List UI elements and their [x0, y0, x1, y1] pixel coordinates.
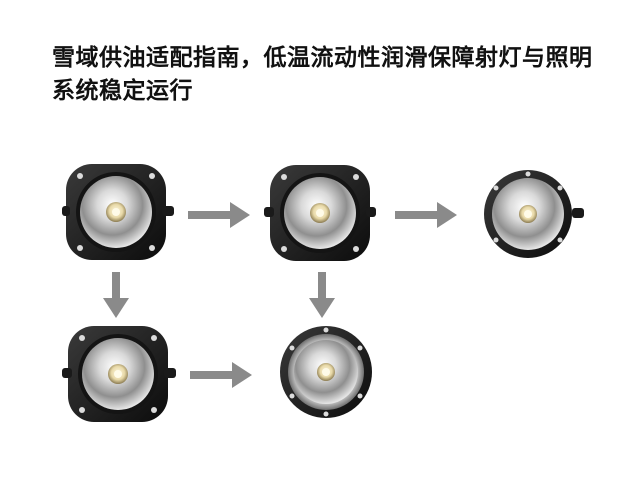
lamp-5 — [278, 324, 374, 424]
arrow-right-icon — [188, 202, 250, 232]
lamp-1 — [62, 162, 178, 266]
round-work-light-icon — [280, 326, 372, 418]
round-work-light-icon — [62, 164, 174, 260]
arrow-down-icon — [103, 272, 129, 322]
round-work-light-icon — [484, 170, 584, 258]
page-title: 雪域供油适配指南，低温流动性润滑保障射灯与照明系统稳定运行 — [52, 45, 593, 104]
round-work-light-icon — [62, 326, 176, 422]
arrow-right-icon — [395, 202, 457, 232]
lamp-4 — [62, 324, 178, 428]
lamp-2 — [262, 163, 378, 267]
arrow-right-icon — [190, 362, 252, 392]
lamp-3 — [476, 168, 586, 264]
round-work-light-icon — [264, 165, 376, 261]
arrow-down-icon — [309, 272, 335, 322]
